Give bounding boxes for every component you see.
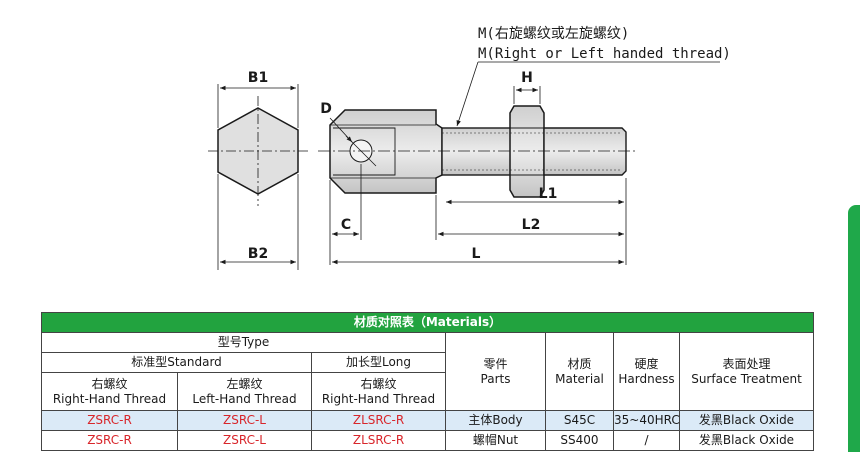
code-left: ZSRC-L [177,410,312,431]
hardness-cell: / [613,430,680,451]
hex-end-view: B1 B2 [208,70,308,270]
body-side-view [318,105,638,198]
dim-c: C [341,217,351,233]
hardness-cell: 35~40HRC [613,410,680,431]
hardness-header-cn: 硬度 [634,356,659,371]
dim-l2: L2 [522,217,541,233]
right-thread-header: 右螺纹 Right-Hand Thread [41,372,178,411]
table-row: ZSRC-R ZSRC-L ZLSRC-R 主体Body S45C 35~40H… [41,410,814,431]
material-cell: S45C [545,410,614,431]
standard-header: 标准型Standard [41,352,312,373]
hardness-header-en: Hardness [618,371,675,386]
technical-drawing: B1 B2 D H [208,26,731,270]
dim-d: D [320,101,332,117]
long-right-thread-cn: 右螺纹 [360,376,397,391]
thread-note-en: M(Right or Left handed thread) [478,46,731,62]
left-thread-header: 左螺纹 Left-Hand Thread [177,372,312,411]
code-right: ZSRC-R [41,410,178,431]
material-header-en: Material [555,371,604,386]
code-long: ZLSRC-R [311,430,446,451]
materials-table: 材质对照表（Materials） 型号Type 零件 Parts 材质 Mate… [41,312,814,451]
table-title: 材质对照表（Materials） [41,312,814,333]
dim-l-group: L [332,246,624,265]
hardness-header: 硬度 Hardness [613,332,680,411]
code-long: ZLSRC-R [311,410,446,431]
side-tab [848,205,860,452]
dim-h-group: H [513,70,541,104]
surface-header-cn: 表面处理 [722,356,771,371]
dim-h: H [521,70,533,86]
parts-header: 零件 Parts [445,332,546,411]
header-row-3: 右螺纹 Right-Hand Thread 左螺纹 Left-Hand Thre… [41,372,814,411]
dim-d-group: D [320,101,353,143]
table-title-row: 材质对照表（Materials） [41,312,814,333]
part-cell: 螺帽Nut [445,430,546,451]
dim-l2-group: L2 [435,195,627,265]
dim-b2: B2 [248,246,268,262]
surface-header-en: Surface Treatment [691,371,802,386]
dim-c-group: C [329,164,362,265]
long-right-thread-header: 右螺纹 Right-Hand Thread [311,372,446,411]
material-header-cn: 材质 [567,356,592,371]
code-right: ZSRC-R [41,430,178,451]
left-thread-en: Left-Hand Thread [192,391,297,406]
right-thread-cn: 右螺纹 [91,376,128,391]
dim-l: L [472,246,481,262]
long-right-thread-en: Right-Hand Thread [321,391,436,406]
material-header: 材质 Material [545,332,614,411]
surface-cell: 发黑Black Oxide [679,430,814,451]
part-cell: 主体Body [445,410,546,431]
dim-l1: L1 [539,186,558,202]
thread-note: M(右旋螺纹或左旋螺纹) M(Right or Left handed thre… [456,26,731,127]
parts-header-en: Parts [480,371,511,386]
dim-l1-group: L1 [446,178,627,208]
code-left: ZSRC-L [177,430,312,451]
thread-note-cn: M(右旋螺纹或左旋螺纹) [478,26,629,42]
left-thread-cn: 左螺纹 [226,376,263,391]
material-cell: SS400 [545,430,614,451]
parts-header-cn: 零件 [483,356,508,371]
header-row-1: 型号Type 零件 Parts 材质 Material 硬度 Hardness … [41,332,814,411]
model-header: 型号Type [41,332,446,353]
long-header: 加长型Long [311,352,446,373]
surface-cell: 发黑Black Oxide [679,410,814,431]
table-row: ZSRC-R ZSRC-L ZLSRC-R 螺帽Nut SS400 / 发黑Bl… [41,430,814,451]
dim-b1: B1 [248,70,268,86]
right-thread-en: Right-Hand Thread [52,391,167,406]
surface-header: 表面处理 Surface Treatment [679,332,814,411]
